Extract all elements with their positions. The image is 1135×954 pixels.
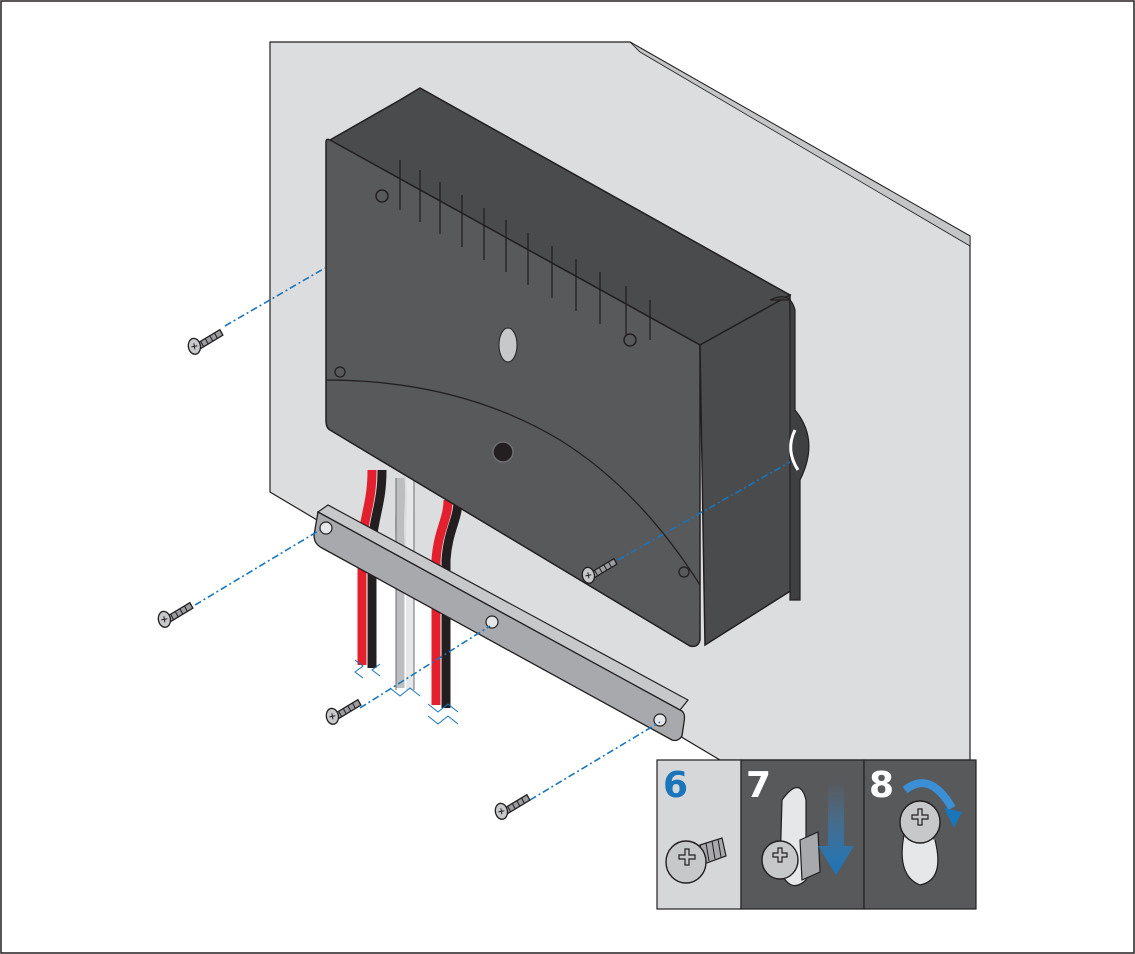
screw-slide-down-icon [761,782,854,887]
power-unit [325,87,810,648]
step-number-8: 8 [869,765,894,806]
step-panel-6 [656,759,742,910]
screw-head-icon [665,837,727,884]
screw-tighten-icon [899,779,962,886]
guide-lines [194,267,791,801]
step-number-6: 6 [663,765,688,806]
step-panels: 6 7 8 [656,759,977,910]
step-number-7: 7 [746,765,771,806]
cable-bracket [313,504,689,742]
